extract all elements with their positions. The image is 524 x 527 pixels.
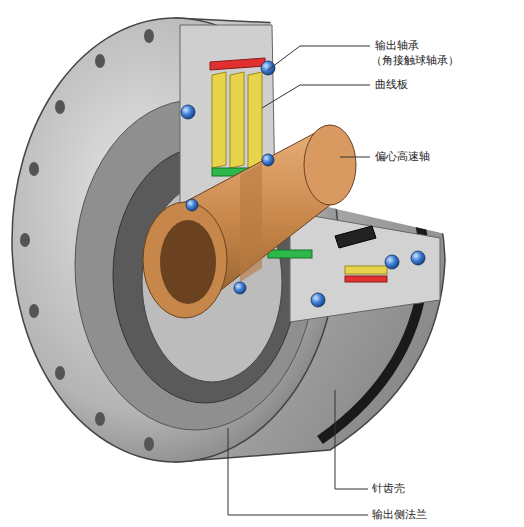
ball-bearings <box>181 61 425 307</box>
part-label: 输出轴承 <box>374 39 420 53</box>
part-label: 曲线板 <box>374 78 409 92</box>
part-label: 输出侧法兰 <box>371 508 428 522</box>
housing <box>12 18 445 462</box>
part-label: 针齿壳 <box>371 482 406 496</box>
part-label: （角接触球轴承） <box>370 54 460 68</box>
leader-lines <box>228 46 370 515</box>
eccentric-shaft <box>143 125 356 318</box>
part-label: 偏心高速轴 <box>374 150 431 164</box>
bolt-holes <box>20 29 154 451</box>
